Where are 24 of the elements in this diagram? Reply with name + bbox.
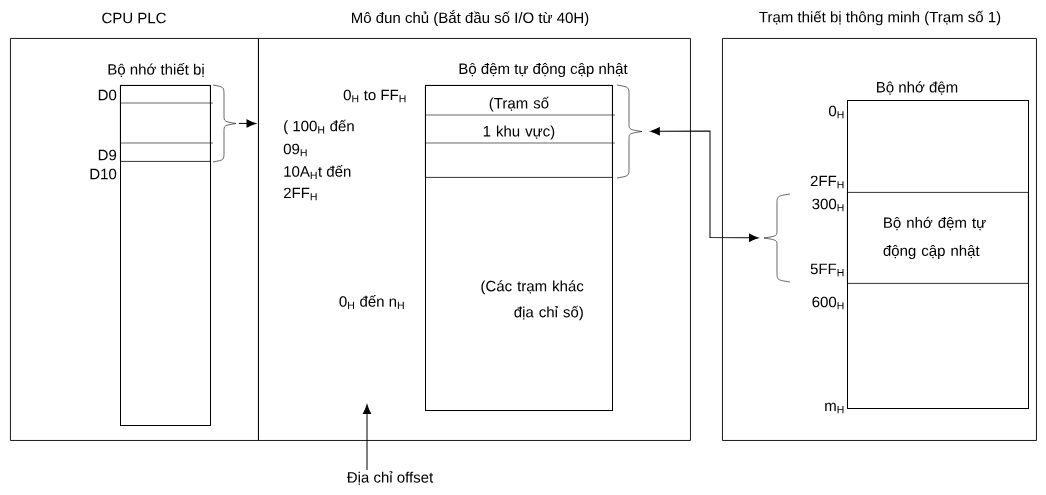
address-label: 09$_{H}$ bbox=[283, 143, 307, 157]
arrow bbox=[362, 404, 372, 471]
panel-heading: Mô đun chủ (Bắt đầu số I/O từ 40H) bbox=[352, 9, 589, 27]
memory-region: Bộ nhớ đệm tự động cập nhật bbox=[847, 192, 1029, 284]
address-label: m$_{H}$ bbox=[825, 402, 844, 414]
column-heading: Bộ đệm tự động cập nhật bbox=[459, 63, 628, 77]
arrow bbox=[650, 127, 759, 242]
offset-label: Địa chỉ offset bbox=[346, 471, 434, 485]
memory-region: (Trạm số 1 khu vực) bbox=[425, 85, 613, 178]
panel-heading: CPU PLC bbox=[102, 12, 166, 24]
address-label: 600$_{H}$ bbox=[812, 296, 844, 310]
address-label: 2FF$_{H}$ bbox=[283, 187, 317, 201]
address-label: ( 100$_{H}$ đến bbox=[284, 119, 354, 135]
region-label: (Các trạm khác địa chỉ số) bbox=[481, 280, 584, 321]
address-label: D10 bbox=[90, 168, 117, 180]
column-heading: Bộ nhớ đệm bbox=[877, 81, 958, 95]
arrow bbox=[238, 119, 257, 128]
column-heading: Bộ nhớ thiết bị bbox=[108, 63, 204, 77]
address-label: 0$_{H}$ đến n$_{H}$ bbox=[339, 295, 404, 309]
address-label: 0$_{H}$ to FF$_{H}$ bbox=[343, 89, 406, 103]
panel-heading: Trạm thiết bị thông minh (Trạm số 1) bbox=[759, 10, 1001, 26]
address-label: 0$_{H}$ bbox=[828, 105, 844, 119]
address-label: 2FF$_{H}$ bbox=[810, 175, 844, 189]
address-label: 10A$_{H}$t đến bbox=[284, 165, 351, 179]
